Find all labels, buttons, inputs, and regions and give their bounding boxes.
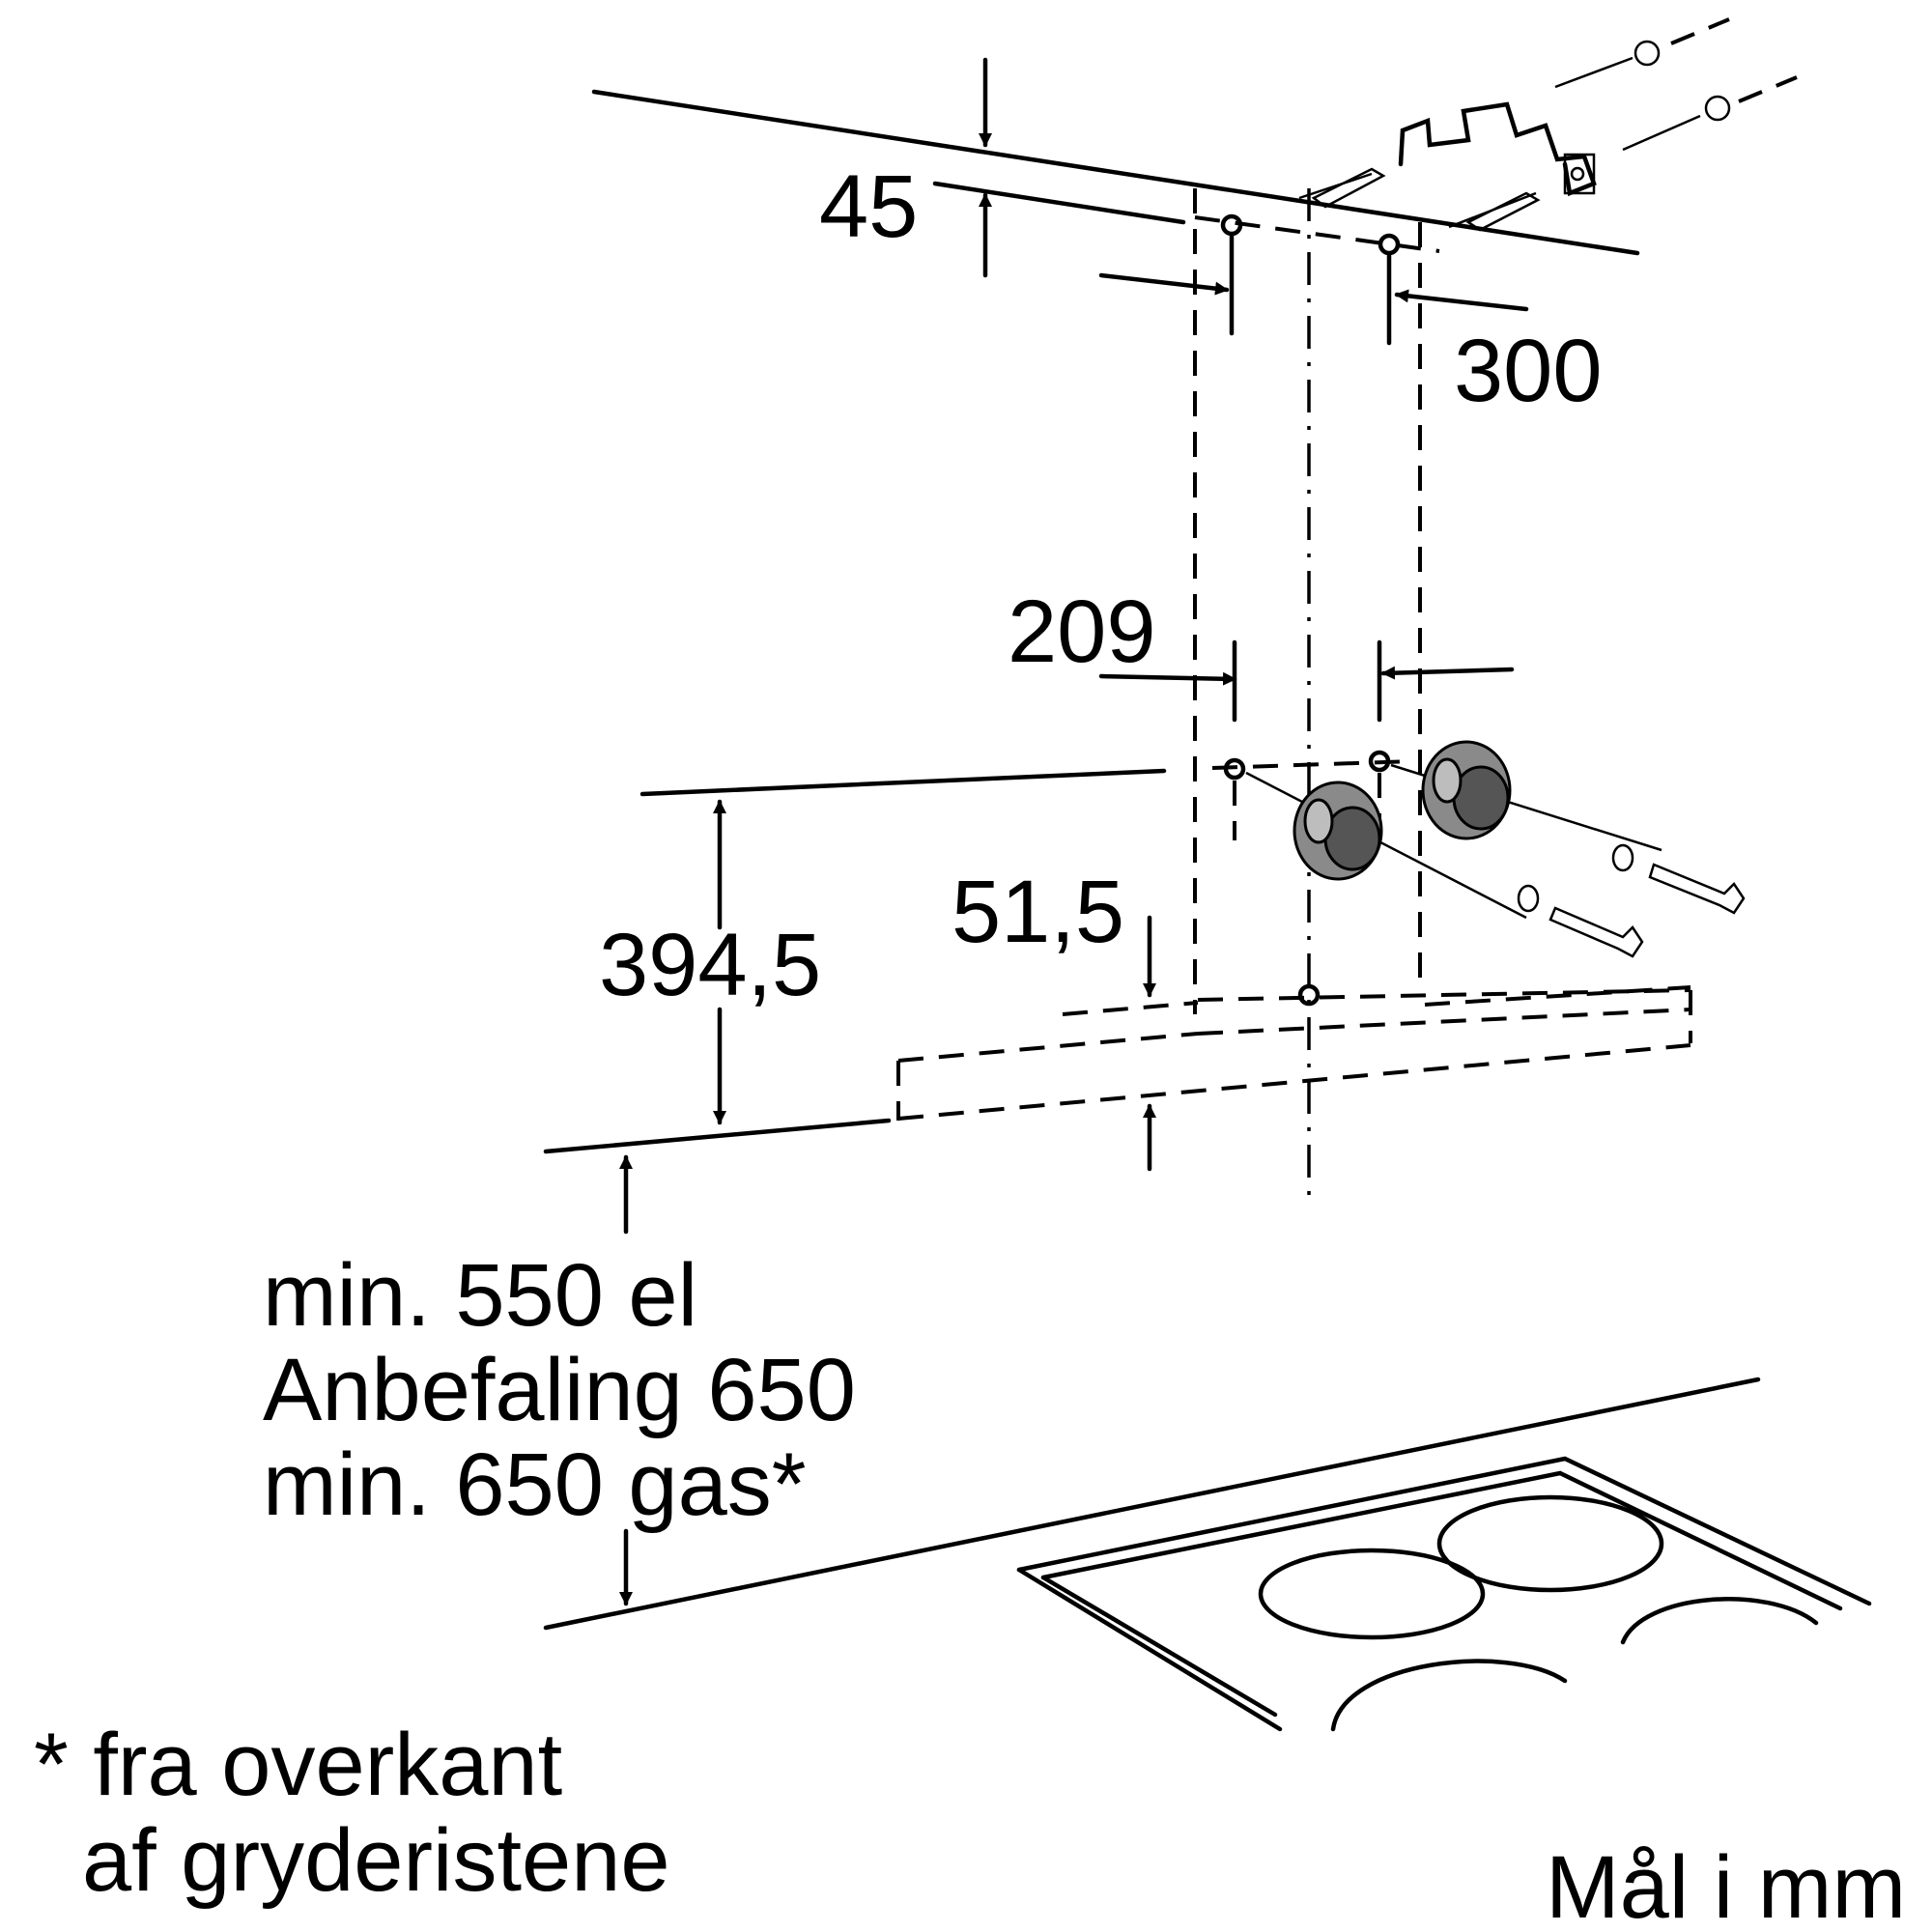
footnote-line1: * fra overkant [34, 1716, 562, 1814]
clearance-dimension: min. 550 el Anbefaling 650 min. 650 gas* [263, 1154, 856, 1606]
hook-bushing-left [1293, 781, 1383, 881]
dimension-209: 209 [1008, 582, 1515, 723]
burner-right [1620, 1597, 1819, 1645]
cooktop [1016, 1456, 1872, 1732]
dimension-label-51: 51,5 [952, 863, 1124, 961]
units-note: Mål i mm [1546, 1838, 1906, 1932]
clearance-label-line2: Anbefaling 650 [263, 1341, 856, 1439]
dimension-45: 45 [819, 57, 992, 278]
dimension-label-300: 300 [1454, 322, 1603, 420]
clearance-label-line3: min. 650 gas* [263, 1435, 807, 1534]
footnote-line2: af gryderistene [82, 1811, 670, 1910]
burner-front [1330, 1659, 1568, 1732]
burner-left [1258, 1548, 1486, 1640]
ceiling-line [591, 89, 1640, 256]
wall-bracket-hardware [1298, 17, 1798, 232]
dimension-label-394: 394,5 [599, 916, 821, 1014]
dimension-300: 300 [1098, 272, 1603, 420]
burner-back [1436, 1494, 1664, 1593]
hook-bushing-right [1421, 740, 1512, 840]
dimension-51: 51,5 [952, 863, 1156, 1172]
upper-bracket-outline [1193, 188, 1440, 1203]
upper-mounting-holes [1220, 213, 1401, 346]
worktop-line [543, 1377, 1761, 1631]
washers-and-screws [1517, 843, 1746, 958]
dimension-label-209: 209 [1008, 582, 1156, 681]
footnote: * fra overkant af gryderistene [34, 1716, 670, 1910]
dimension-label-45: 45 [819, 157, 918, 256]
clearance-label-line1: min. 550 el [263, 1246, 697, 1345]
hood-body-outline [543, 983, 1692, 1154]
dimension-394: 394,5 [599, 768, 1167, 1125]
